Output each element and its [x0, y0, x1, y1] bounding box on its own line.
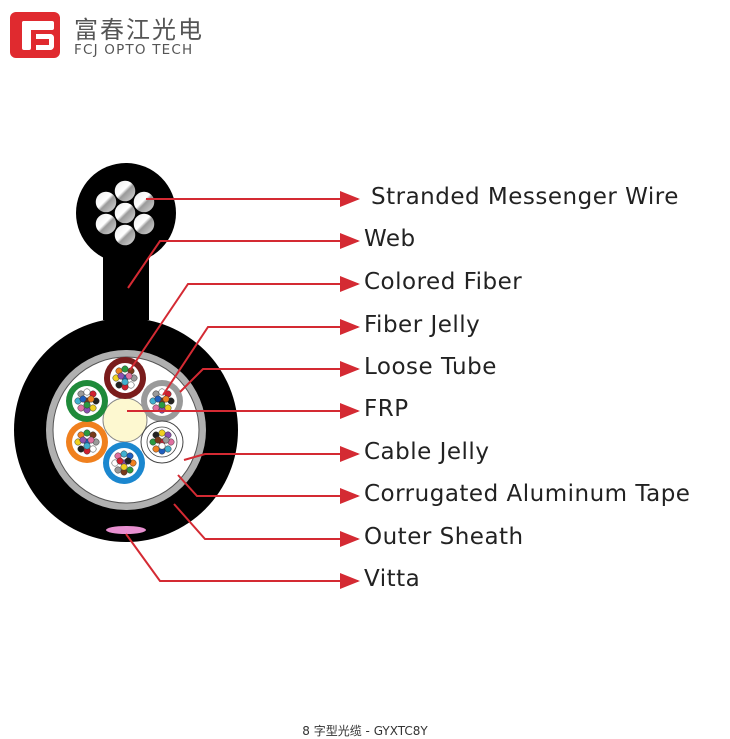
- footer-caption: 8 字型光缆 - GYXTC8Y: [302, 724, 428, 738]
- brand-name-chinese: 富春江光电: [74, 16, 204, 44]
- label-vitta: Vitta: [364, 566, 421, 592]
- label-stranded-messenger-wire: Stranded Messenger Wire: [371, 184, 679, 210]
- main-cable-body: [14, 318, 238, 542]
- label-loose-tube: Loose Tube: [364, 354, 497, 380]
- label-colored-fiber: Colored Fiber: [364, 269, 523, 295]
- fcj-logo-icon: [10, 12, 60, 58]
- leader-lines: [125, 191, 360, 589]
- label-frp: FRP: [364, 396, 409, 422]
- label-outer-sheath: Outer Sheath: [364, 524, 524, 550]
- stranded-steel-wires: [94, 179, 156, 247]
- label-web: Web: [364, 226, 416, 252]
- brand-name-english: FCJ OPTO TECH: [74, 42, 194, 58]
- label-fiber-jelly: Fiber Jelly: [364, 312, 481, 338]
- label-corrugated-aluminum-tape: Corrugated Aluminum Tape: [364, 481, 691, 507]
- brand-logo: 富春江光电 FCJ OPTO TECH: [10, 10, 230, 60]
- loose-tubes: [66, 357, 184, 484]
- label-cable-jelly: Cable Jelly: [364, 439, 490, 465]
